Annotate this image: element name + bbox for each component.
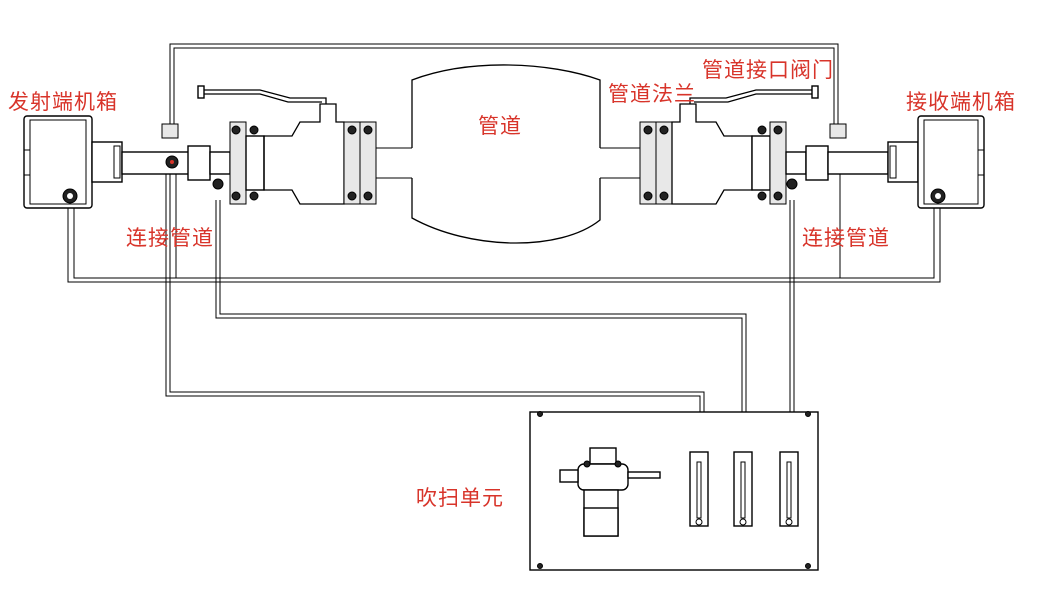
label-connect-pipe-right: 连接管道 [802, 226, 890, 250]
right-valve-assembly [639, 85, 819, 205]
label-transmitter-box: 发射端机箱 [8, 90, 118, 114]
receiver-box [827, 115, 985, 209]
flowmeter-2-icon [733, 451, 753, 527]
left-sensor-fitting [161, 123, 211, 181]
label-connect-pipe-left: 连接管道 [126, 226, 214, 250]
central-pipe [411, 64, 640, 244]
label-receiver-box: 接收端机箱 [906, 90, 1016, 114]
flowmeter-3-icon [779, 451, 799, 527]
purge-unit-panel [529, 411, 819, 571]
label-purge-unit: 吹扫单元 [416, 486, 504, 510]
label-pipe-valve: 管道接口阀门 [702, 58, 834, 82]
left-valve-assembly [197, 85, 412, 205]
label-pipe: 管道 [478, 114, 522, 138]
label-pipe-flange: 管道法兰 [608, 82, 696, 106]
flowmeter-1-icon [689, 451, 709, 527]
purge-tubing [67, 43, 941, 412]
filter-regulator-icon [559, 447, 661, 537]
